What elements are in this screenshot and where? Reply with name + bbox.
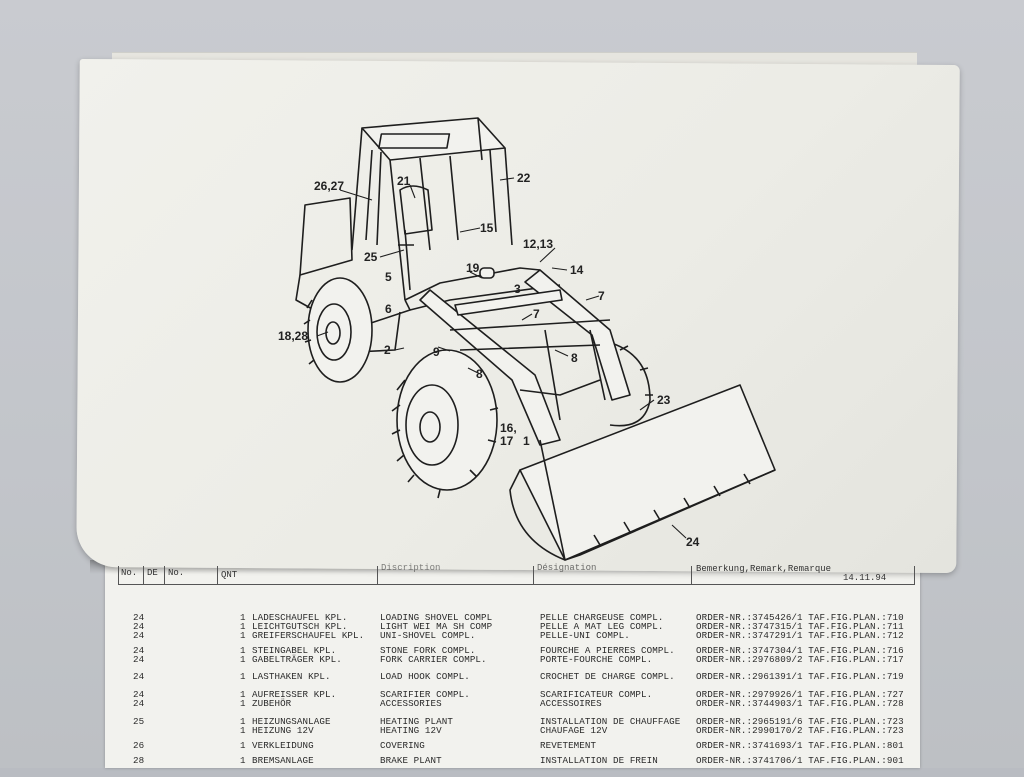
callout-26-27: 26,27 bbox=[314, 179, 344, 193]
callout-17: 17 bbox=[500, 434, 514, 448]
header-description: Discription bbox=[381, 563, 441, 573]
callout-16: 16, bbox=[500, 421, 517, 435]
parts-table-header: No. DE No. QNT Discription Désignation B… bbox=[118, 563, 915, 585]
callout-14: 14 bbox=[570, 263, 584, 277]
callout-1: 1 bbox=[523, 434, 530, 448]
callout-5: 5 bbox=[385, 270, 392, 284]
callout-9: 9 bbox=[433, 345, 440, 359]
callout-25: 25 bbox=[364, 250, 378, 264]
header-no: No. bbox=[121, 568, 138, 578]
callout-22: 22 bbox=[517, 171, 531, 185]
callout-19: 19 bbox=[466, 261, 480, 275]
callout-8-right: 8 bbox=[571, 351, 578, 365]
callout-6: 6 bbox=[385, 302, 392, 316]
callout-3: 3 bbox=[514, 282, 521, 296]
callout-7-right: 7 bbox=[598, 289, 605, 303]
callout-23: 23 bbox=[657, 393, 671, 407]
header-no2: No. bbox=[168, 568, 185, 578]
header-qnt: QNT bbox=[221, 570, 238, 580]
header-de: DE bbox=[147, 568, 158, 578]
callout-24: 24 bbox=[686, 535, 700, 549]
callout-21: 21 bbox=[397, 174, 411, 188]
header-designation: Désignation bbox=[537, 563, 597, 573]
header-remark: Bemerkung,Remark,Remarque bbox=[696, 564, 832, 574]
callout-12-13: 12,13 bbox=[523, 237, 553, 251]
callout-18-28: 18,28 bbox=[278, 329, 308, 343]
callout-8-left: 8 bbox=[476, 367, 483, 381]
header-date-value: 14.11.94 bbox=[843, 573, 887, 583]
callout-7-left: 7 bbox=[533, 307, 540, 321]
callout-15: 15 bbox=[480, 221, 494, 235]
callout-2: 2 bbox=[384, 343, 391, 357]
parts-list-page bbox=[105, 555, 920, 768]
